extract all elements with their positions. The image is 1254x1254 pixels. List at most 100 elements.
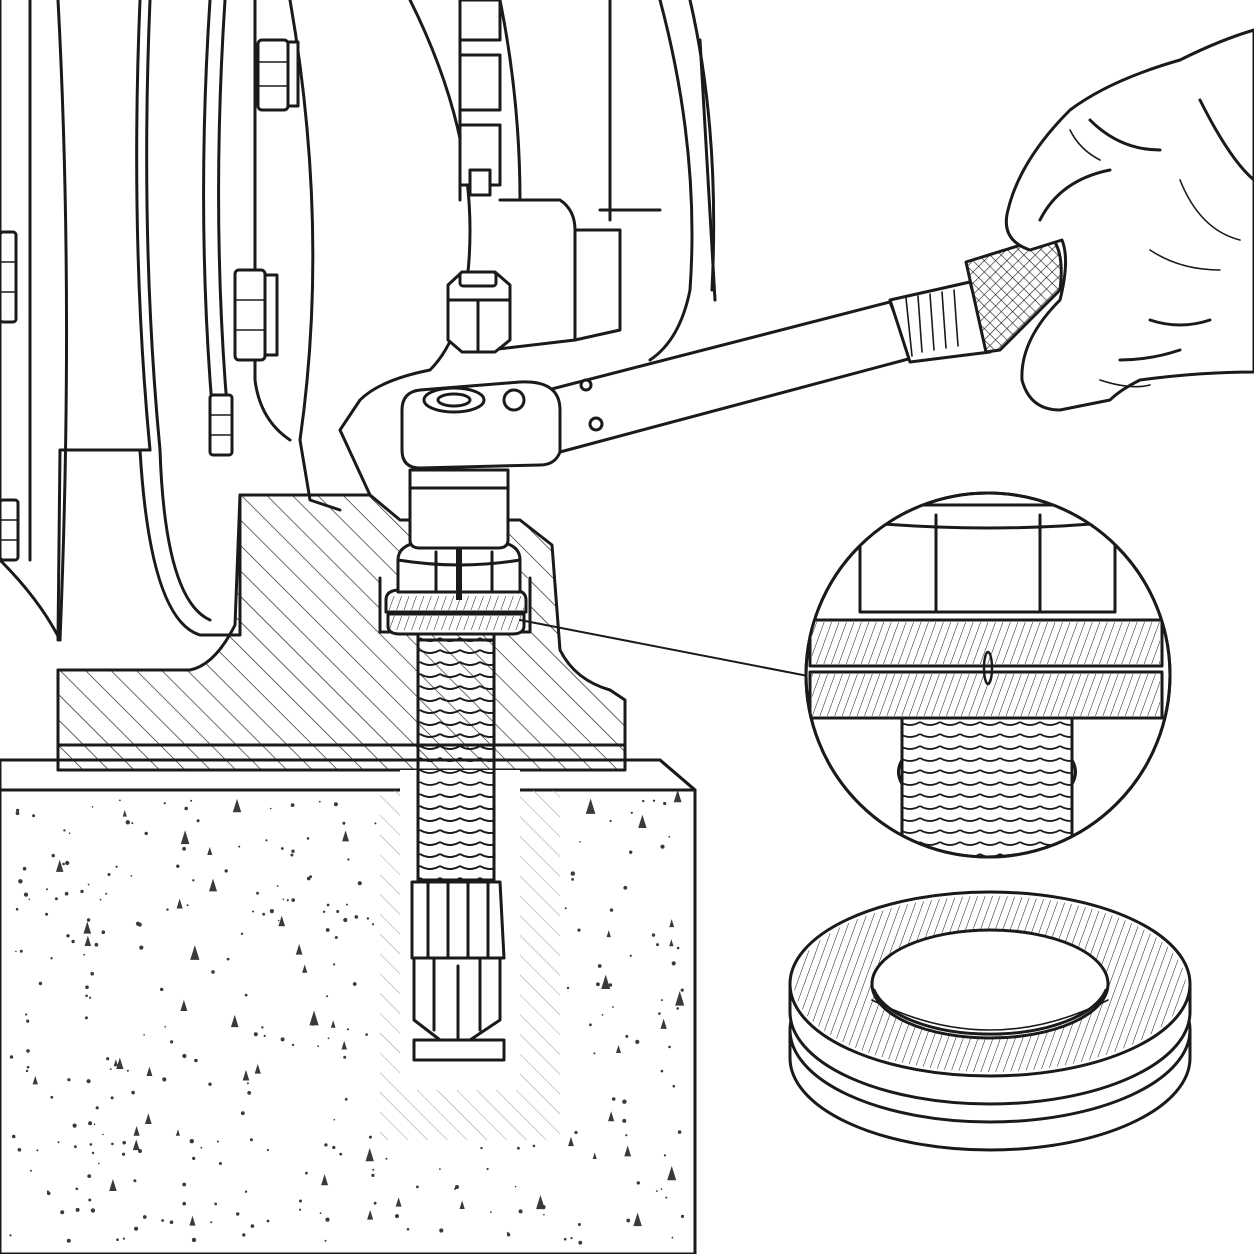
concrete-speckle — [9, 1234, 12, 1237]
concrete-aggregate — [459, 1200, 465, 1209]
concrete-speckle — [629, 850, 633, 854]
concrete-aggregate — [568, 1136, 574, 1147]
concrete-aggregate — [189, 1215, 196, 1226]
concrete-speckle — [480, 1146, 483, 1150]
concrete-speckle — [665, 1196, 668, 1199]
concrete-aggregate — [190, 945, 200, 960]
concrete-speckle — [46, 1191, 51, 1196]
concrete-speckle — [680, 1214, 685, 1218]
concrete-speckle — [85, 985, 89, 989]
concrete-speckle — [139, 945, 144, 950]
concrete-speckle — [406, 1228, 410, 1231]
concrete-speckle — [68, 832, 71, 834]
concrete-aggregate — [608, 1111, 615, 1122]
concrete-speckle — [50, 957, 53, 960]
concrete-speckle — [276, 885, 279, 887]
concrete-speckle — [506, 1233, 511, 1237]
concrete-aggregate — [133, 1126, 140, 1136]
concrete-speckle — [125, 820, 130, 825]
concrete-speckle — [306, 876, 311, 881]
concrete-speckle — [371, 1173, 375, 1177]
concrete-speckle — [668, 1045, 671, 1049]
concrete-speckle — [80, 889, 84, 894]
concrete-speckle — [160, 987, 164, 992]
concrete-aggregate — [122, 810, 127, 817]
concrete-speckle — [191, 1237, 197, 1243]
concrete-speckle — [280, 847, 284, 850]
concrete-speckle — [660, 844, 665, 849]
concrete-speckle — [518, 1209, 523, 1214]
concrete-aggregate — [321, 1174, 329, 1186]
concrete-foundation — [0, 758, 697, 1254]
concrete-speckle — [671, 961, 676, 966]
concrete-speckle — [277, 919, 280, 922]
concrete-speckle — [579, 841, 581, 843]
concrete-aggregate — [669, 939, 674, 947]
concrete-speckle — [32, 814, 36, 818]
housing-bolt — [256, 38, 300, 112]
concrete-aggregate — [606, 930, 611, 938]
concrete-aggregate — [592, 1152, 597, 1159]
concrete-aggregate — [633, 1212, 642, 1227]
concrete-aggregate — [675, 990, 685, 1006]
concrete-speckle — [161, 1219, 165, 1222]
concrete-speckle — [672, 1084, 676, 1088]
callout-leader — [519, 619, 809, 677]
concrete-speckle — [455, 1185, 459, 1189]
concrete-aggregate — [32, 1075, 38, 1085]
concrete-speckle — [19, 949, 23, 953]
concrete-aggregate — [208, 878, 218, 892]
concrete-speckle — [629, 954, 632, 957]
concrete-speckle — [327, 1037, 330, 1040]
concrete-speckle — [324, 1239, 327, 1242]
concrete-speckle — [74, 1145, 77, 1149]
concrete-speckle — [90, 971, 94, 976]
concrete-speckle — [514, 1185, 517, 1188]
concrete-speckle — [244, 993, 248, 997]
concrete-speckle — [290, 803, 295, 807]
concrete-speckle — [365, 1033, 368, 1036]
concrete-speckle — [636, 1181, 640, 1185]
concrete-speckle — [334, 936, 338, 939]
concrete-speckle — [244, 1190, 248, 1193]
concrete-speckle — [57, 1141, 60, 1144]
concrete-aggregate — [624, 1145, 632, 1157]
concrete-speckle — [15, 950, 17, 953]
concrete-speckle — [115, 865, 118, 868]
concrete-speckle — [184, 806, 188, 811]
concrete-aggregate — [207, 846, 213, 856]
wedge-anchor-bolt — [400, 630, 520, 1062]
concrete-speckle — [660, 999, 663, 1002]
flange-segment — [458, 0, 502, 197]
concrete-speckle — [134, 1226, 139, 1231]
concrete-speckle — [15, 811, 20, 816]
concrete-speckle — [622, 1118, 627, 1123]
concrete-speckle — [18, 879, 23, 884]
concrete-speckle — [63, 829, 66, 832]
concrete-speckle — [262, 912, 266, 916]
concrete-speckle — [189, 1139, 194, 1144]
torque-mark — [456, 540, 462, 600]
concrete-speckle — [626, 1218, 631, 1223]
concrete-speckle — [16, 808, 20, 813]
concrete-speckle — [563, 1237, 567, 1241]
concrete-speckle — [354, 915, 359, 919]
concrete-speckle — [611, 1097, 616, 1101]
concrete-speckle — [17, 1148, 22, 1152]
concrete-speckle — [176, 864, 180, 868]
concrete-speckle — [46, 1190, 49, 1193]
concrete-aggregate — [109, 1178, 117, 1191]
concrete-speckle — [242, 1233, 246, 1237]
pump-housing — [0, 0, 717, 642]
concrete-speckle — [163, 802, 166, 805]
concrete-speckle — [677, 1130, 682, 1134]
concrete-speckle — [290, 853, 294, 857]
concrete-speckle — [325, 1217, 330, 1222]
concrete-speckle — [676, 946, 680, 950]
concrete-aggregate — [365, 1147, 374, 1162]
concrete-speckle — [26, 1065, 30, 1069]
concrete-speckle — [89, 996, 92, 999]
concrete-speckle — [543, 1213, 545, 1216]
